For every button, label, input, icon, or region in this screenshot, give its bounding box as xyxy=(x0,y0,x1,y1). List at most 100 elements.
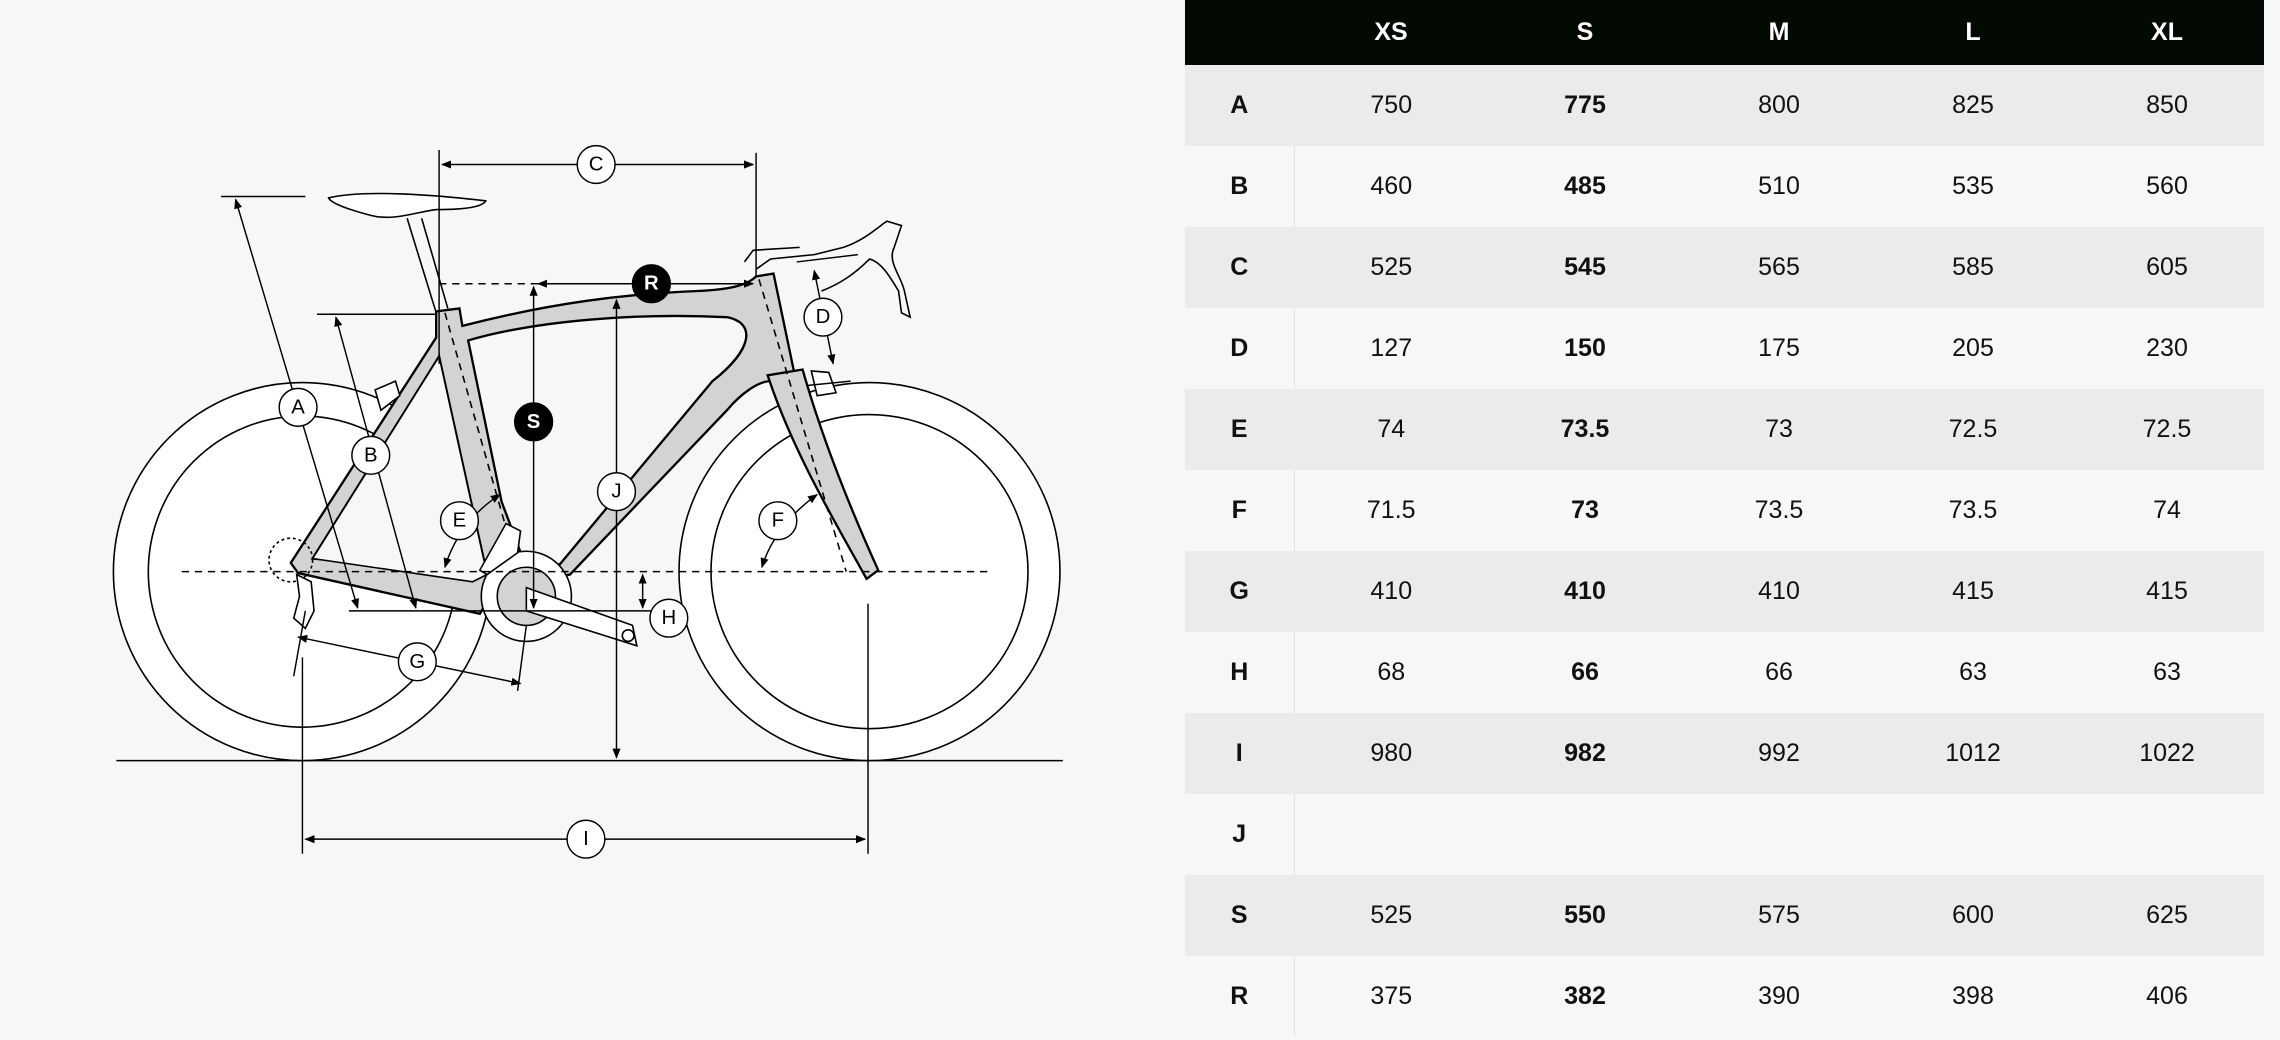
table-cell: 415 xyxy=(1876,551,2070,632)
table-cell: 545 xyxy=(1488,227,1682,308)
table-cell: 66 xyxy=(1682,632,1876,713)
label-s: S xyxy=(513,402,554,442)
table-cell: 850 xyxy=(2070,65,2264,146)
label-d: D xyxy=(803,297,843,337)
table-cell: 525 xyxy=(1294,227,1488,308)
label-g: G xyxy=(397,642,437,682)
table-cell: 1022 xyxy=(2070,713,2264,794)
table-cell: 565 xyxy=(1682,227,1876,308)
table-header-corner xyxy=(1185,0,1294,65)
svg-text:J: J xyxy=(611,481,621,503)
table-cell: 73.5 xyxy=(1682,470,1876,551)
size-header-l: L xyxy=(1876,0,2070,65)
svg-text:R: R xyxy=(644,273,659,295)
table-cell: 485 xyxy=(1488,146,1682,227)
table-cell xyxy=(1876,794,2070,875)
row-label: R xyxy=(1185,956,1295,1037)
table-cell: 750 xyxy=(1294,65,1488,146)
svg-text:C: C xyxy=(589,153,604,175)
row-label: B xyxy=(1185,146,1295,227)
table-cell: 406 xyxy=(2070,956,2264,1037)
label-b: B xyxy=(351,435,391,475)
table-cell: 63 xyxy=(1876,632,2070,713)
row-label: A xyxy=(1185,65,1295,146)
label-i: I xyxy=(566,819,606,859)
size-header-m: M xyxy=(1682,0,1876,65)
row-label: G xyxy=(1185,551,1295,632)
table-cell: 410 xyxy=(1294,551,1488,632)
table-cell: 74 xyxy=(2070,470,2264,551)
table-cell: 205 xyxy=(1876,308,2070,389)
label-a: A xyxy=(278,387,318,427)
row-label: E xyxy=(1185,389,1295,470)
label-r: R xyxy=(631,264,672,304)
row-label: I xyxy=(1185,713,1295,794)
table-cell: 398 xyxy=(1876,956,2070,1037)
svg-text:H: H xyxy=(661,607,676,629)
table-cell: 230 xyxy=(2070,308,2264,389)
bike-geometry-diagram: C A B R S J D E F H G I xyxy=(112,144,1063,859)
table-cell: 825 xyxy=(1876,65,2070,146)
table-cell: 982 xyxy=(1488,713,1682,794)
table-cell: 73 xyxy=(1682,389,1876,470)
row-label: J xyxy=(1185,794,1295,875)
table-cell: 73 xyxy=(1488,470,1682,551)
table-cell: 73.5 xyxy=(1488,389,1682,470)
table-cell: 625 xyxy=(2070,875,2264,956)
table-cell: 1012 xyxy=(1876,713,2070,794)
row-label: D xyxy=(1185,308,1295,389)
size-header-xs: XS xyxy=(1294,0,1488,65)
table-cell: 605 xyxy=(2070,227,2264,308)
row-label: S xyxy=(1185,875,1295,956)
table-cell: 150 xyxy=(1488,308,1682,389)
table-cell: 800 xyxy=(1682,65,1876,146)
table-cell: 415 xyxy=(2070,551,2264,632)
steering-axis xyxy=(758,279,847,572)
table-cell: 992 xyxy=(1682,713,1876,794)
table-cell: 175 xyxy=(1682,308,1876,389)
table-cell: 71.5 xyxy=(1294,470,1488,551)
table-cell: 410 xyxy=(1488,551,1682,632)
table-cell: 72.5 xyxy=(1876,389,2070,470)
table-cell: 127 xyxy=(1294,308,1488,389)
table-cell: 600 xyxy=(1876,875,2070,956)
label-j: J xyxy=(596,472,637,512)
size-header-xl: XL xyxy=(2070,0,2264,65)
table-cell: 510 xyxy=(1682,146,1876,227)
row-label: C xyxy=(1185,227,1295,308)
svg-text:S: S xyxy=(527,411,541,433)
table-cell: 63 xyxy=(2070,632,2264,713)
svg-text:I: I xyxy=(583,828,589,850)
dimension-labels: C A B R S J D E F H G I xyxy=(278,144,843,859)
table-cell: 775 xyxy=(1488,65,1682,146)
seat-tube-axis xyxy=(444,312,522,580)
table-cell: 560 xyxy=(2070,146,2264,227)
size-header-s: S xyxy=(1488,0,1682,65)
table-cell: 575 xyxy=(1682,875,1876,956)
row-label: F xyxy=(1185,470,1295,551)
svg-text:G: G xyxy=(409,651,425,673)
table-cell: 550 xyxy=(1488,875,1682,956)
svg-text:A: A xyxy=(291,396,305,418)
svg-text:F: F xyxy=(772,510,784,532)
table-cell: 980 xyxy=(1294,713,1488,794)
table-cell: 74 xyxy=(1294,389,1488,470)
table-row: J xyxy=(1185,794,2264,875)
table-cell: 410 xyxy=(1682,551,1876,632)
table-cell: 72.5 xyxy=(2070,389,2264,470)
table-cell xyxy=(2070,794,2264,875)
saddle xyxy=(327,192,487,219)
table-cell xyxy=(1294,794,1488,875)
table-cell: 73.5 xyxy=(1876,470,2070,551)
